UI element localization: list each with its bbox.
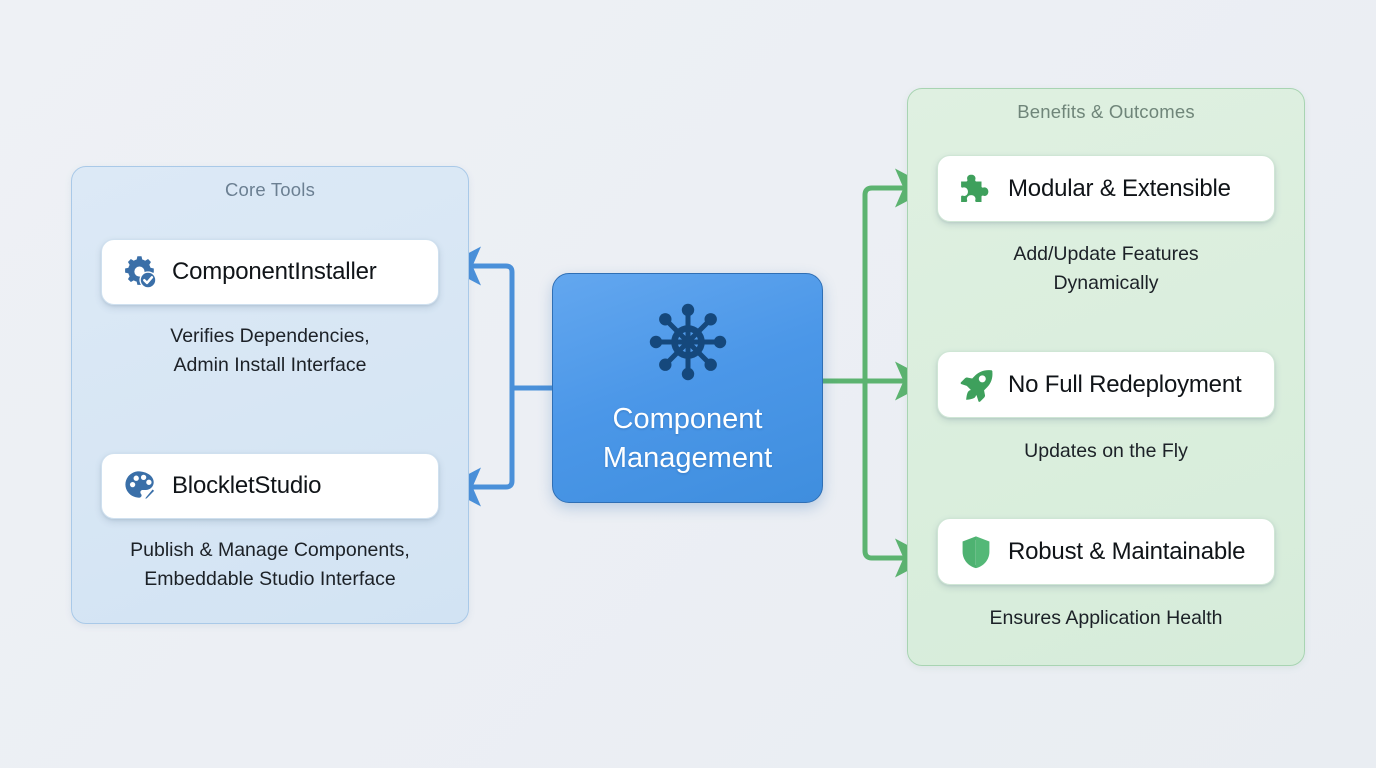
card-label-no-full-redeployment: No Full Redeployment xyxy=(1008,370,1242,398)
puzzle-piece-icon xyxy=(957,170,995,208)
hub-network-icon xyxy=(645,299,731,390)
card-modular-extensible[interactable]: Modular & Extensible xyxy=(937,155,1275,222)
connector-hub-to-robust-maintainable xyxy=(862,378,932,578)
caption-modular-extensible: Add/Update Features Dynamically xyxy=(1013,243,1199,294)
card-label-modular-extensible: Modular & Extensible xyxy=(1008,174,1231,202)
core-tools-panel-title: Core Tools xyxy=(224,179,316,200)
card-robust-maintainable[interactable]: Robust & Maintainable xyxy=(937,518,1275,585)
card-label-componentinstaller: ComponentInstaller xyxy=(172,258,377,285)
card-componentinstaller[interactable]: ComponentInstaller xyxy=(101,239,439,305)
caption-componentinstaller: Verifies Dependencies, Admin Install Int… xyxy=(170,325,370,376)
rocket-icon xyxy=(957,366,995,404)
connector-hub-to-modular-extensible xyxy=(862,168,932,384)
component-management-node[interactable]: Component Management xyxy=(552,273,823,503)
card-label-robust-maintainable: Robust & Maintainable xyxy=(1008,537,1246,565)
hub-label: Component Management xyxy=(602,403,773,474)
connector-hub-to-blockletstudio xyxy=(444,385,555,507)
palette-brush-icon xyxy=(121,467,159,505)
caption-no-full-redeployment: Updates on the Fly xyxy=(1024,440,1188,462)
gear-check-icon xyxy=(121,253,159,291)
benefits-outcomes-panel-title: Benefits & Outcomes xyxy=(1017,101,1195,122)
card-blockletstudio[interactable]: BlockletStudio xyxy=(101,453,439,519)
caption-robust-maintainable: Ensures Application Health xyxy=(989,607,1223,629)
connector-hub-to-componentinstaller xyxy=(444,246,555,391)
card-label-blockletstudio: BlockletStudio xyxy=(172,472,322,499)
shield-icon xyxy=(957,533,995,571)
caption-blockletstudio: Publish & Manage Components, Embeddable … xyxy=(130,539,410,590)
card-no-full-redeployment[interactable]: No Full Redeployment xyxy=(937,351,1275,418)
